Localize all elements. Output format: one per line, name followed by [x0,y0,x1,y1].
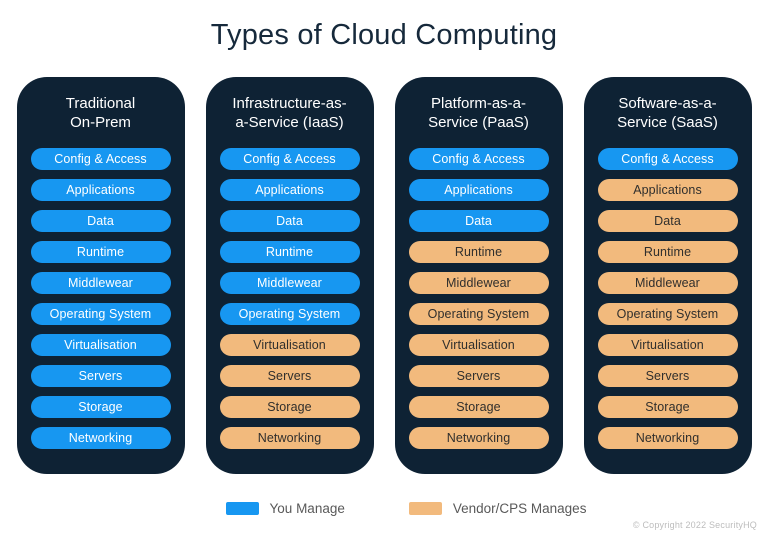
layer-pill-servers: Servers [30,365,171,387]
layer-pill-config-access: Config & Access [597,148,738,170]
layer-pill-storage: Storage [408,396,549,418]
layer-pill-runtime: Runtime [597,241,738,263]
layer-pill-networking: Networking [219,427,360,449]
legend-label-you-manage: You Manage [269,501,345,516]
layer-pill-networking: Networking [597,427,738,449]
copyright: © Copyright 2022 SecurityHQ [632,520,757,530]
column-title-traditional-on-prem: Traditional On-Prem [65,95,136,131]
legend-swatch-you-manage [225,502,259,515]
layer-pill-storage: Storage [597,396,738,418]
layer-pill-data: Data [408,210,549,232]
layer-pill-virtualisation: Virtualisation [597,334,738,356]
column-title-paas: Platform-as-a- Service (PaaS) [428,95,529,131]
column-title-iaas: Infrastructure-as- a-Service (IaaS) [232,95,347,131]
layer-pill-servers: Servers [408,365,549,387]
layer-pill-runtime: Runtime [219,241,360,263]
layer-pill-virtualisation: Virtualisation [30,334,171,356]
layer-pill-runtime: Runtime [30,241,171,263]
layer-pill-servers: Servers [597,365,738,387]
layer-pill-middlewear: Middlewear [597,272,738,294]
legend-item-you-manage: You Manage [225,501,345,516]
layer-pill-storage: Storage [219,396,360,418]
layer-pill-middlewear: Middlewear [408,272,549,294]
layer-pill-runtime: Runtime [408,241,549,263]
layer-pill-operating-system: Operating System [219,303,360,325]
layer-pill-networking: Networking [30,427,171,449]
layer-pill-applications: Applications [30,179,171,201]
layer-pill-applications: Applications [408,179,549,201]
layer-pill-config-access: Config & Access [219,148,360,170]
column-title-saas: Software-as-a- Service (SaaS) [617,95,718,131]
page-title: Types of Cloud Computing [210,19,558,51]
layer-pill-middlewear: Middlewear [30,272,171,294]
column-iaas: Infrastructure-as- a-Service (IaaS) Confi… [205,77,374,474]
column-saas: Software-as-a- Service (SaaS) Config & Ac… [583,77,752,474]
legend-label-vendor-manages: Vendor/CPS Manages [452,501,587,516]
layer-pill-operating-system: Operating System [408,303,549,325]
column-paas: Platform-as-a- Service (PaaS) Config & Ac… [394,77,563,474]
legend-swatch-vendor-manages [408,502,442,515]
layer-pill-data: Data [597,210,738,232]
layer-pill-operating-system: Operating System [30,303,171,325]
layer-pill-middlewear: Middlewear [219,272,360,294]
layer-pill-servers: Servers [219,365,360,387]
layer-pill-config-access: Config & Access [30,148,171,170]
layer-pill-networking: Networking [408,427,549,449]
legend: You Manage Vendor/CPS Manages [44,501,768,516]
layer-pill-virtualisation: Virtualisation [408,334,549,356]
layer-pill-virtualisation: Virtualisation [219,334,360,356]
layer-pill-operating-system: Operating System [597,303,738,325]
layer-pill-applications: Applications [597,179,738,201]
layer-pill-storage: Storage [30,396,171,418]
layer-pill-data: Data [219,210,360,232]
legend-item-vendor-manages: Vendor/CPS Manages [408,501,587,516]
layer-pill-applications: Applications [219,179,360,201]
layer-pill-config-access: Config & Access [408,148,549,170]
layer-pill-data: Data [30,210,171,232]
